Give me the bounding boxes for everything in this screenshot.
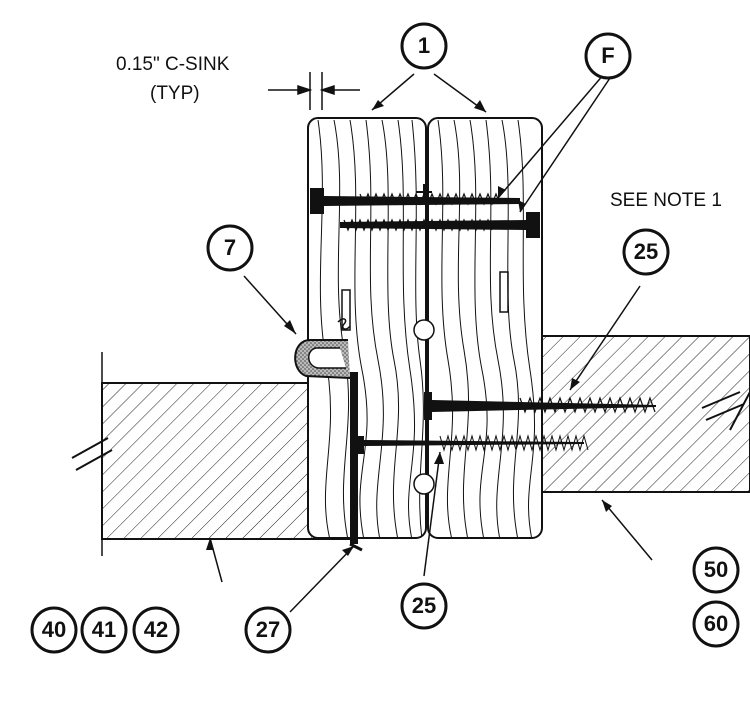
timber-member-right bbox=[427, 117, 543, 539]
screw-f-upper bbox=[310, 188, 520, 214]
svg-text:40: 40 bbox=[42, 617, 66, 642]
joint-dowels bbox=[413, 184, 435, 495]
svg-text:42: 42 bbox=[144, 617, 168, 642]
svg-text:25: 25 bbox=[634, 239, 658, 264]
svg-text:50: 50 bbox=[704, 557, 728, 582]
svg-text:1: 1 bbox=[418, 33, 430, 58]
svg-text:41: 41 bbox=[92, 617, 116, 642]
callout-1: 1 bbox=[400, 22, 448, 70]
groove-marks bbox=[341, 271, 509, 331]
leader-arrowheads bbox=[206, 100, 612, 556]
callout-40: 40 bbox=[30, 606, 78, 654]
leader-lines bbox=[209, 73, 653, 613]
callout-25-lower: 25 bbox=[400, 582, 448, 630]
flashing-27 bbox=[349, 372, 363, 552]
gasket-7 bbox=[294, 318, 351, 379]
callout-50: 50 bbox=[692, 546, 740, 594]
callout-25-upper: 25 bbox=[622, 228, 670, 276]
break-mark-left bbox=[71, 437, 113, 471]
break-mark-right bbox=[701, 391, 750, 431]
callout-27: 27 bbox=[244, 606, 292, 654]
csink-note-typ: (TYP) bbox=[150, 83, 200, 104]
svg-text:F: F bbox=[601, 43, 614, 68]
csink-note: 0.15" C-SINK bbox=[116, 54, 230, 75]
svg-text:60: 60 bbox=[704, 611, 728, 636]
callout-f: F bbox=[584, 32, 632, 80]
callout-7: 7 bbox=[206, 224, 254, 272]
svg-text:27: 27 bbox=[256, 617, 280, 642]
screw-25-upper bbox=[424, 392, 656, 420]
callout-60: 60 bbox=[692, 600, 740, 648]
svg-text:7: 7 bbox=[224, 235, 236, 260]
screw-25-lower bbox=[358, 434, 589, 454]
svg-text:25: 25 bbox=[412, 593, 436, 618]
screw-f-lower bbox=[340, 212, 540, 238]
timber-member-left bbox=[307, 117, 427, 539]
csink-dimension bbox=[268, 72, 360, 110]
callout-41: 41 bbox=[80, 606, 128, 654]
see-note-label: SEE NOTE 1 bbox=[610, 190, 722, 211]
callout-42: 42 bbox=[132, 606, 180, 654]
